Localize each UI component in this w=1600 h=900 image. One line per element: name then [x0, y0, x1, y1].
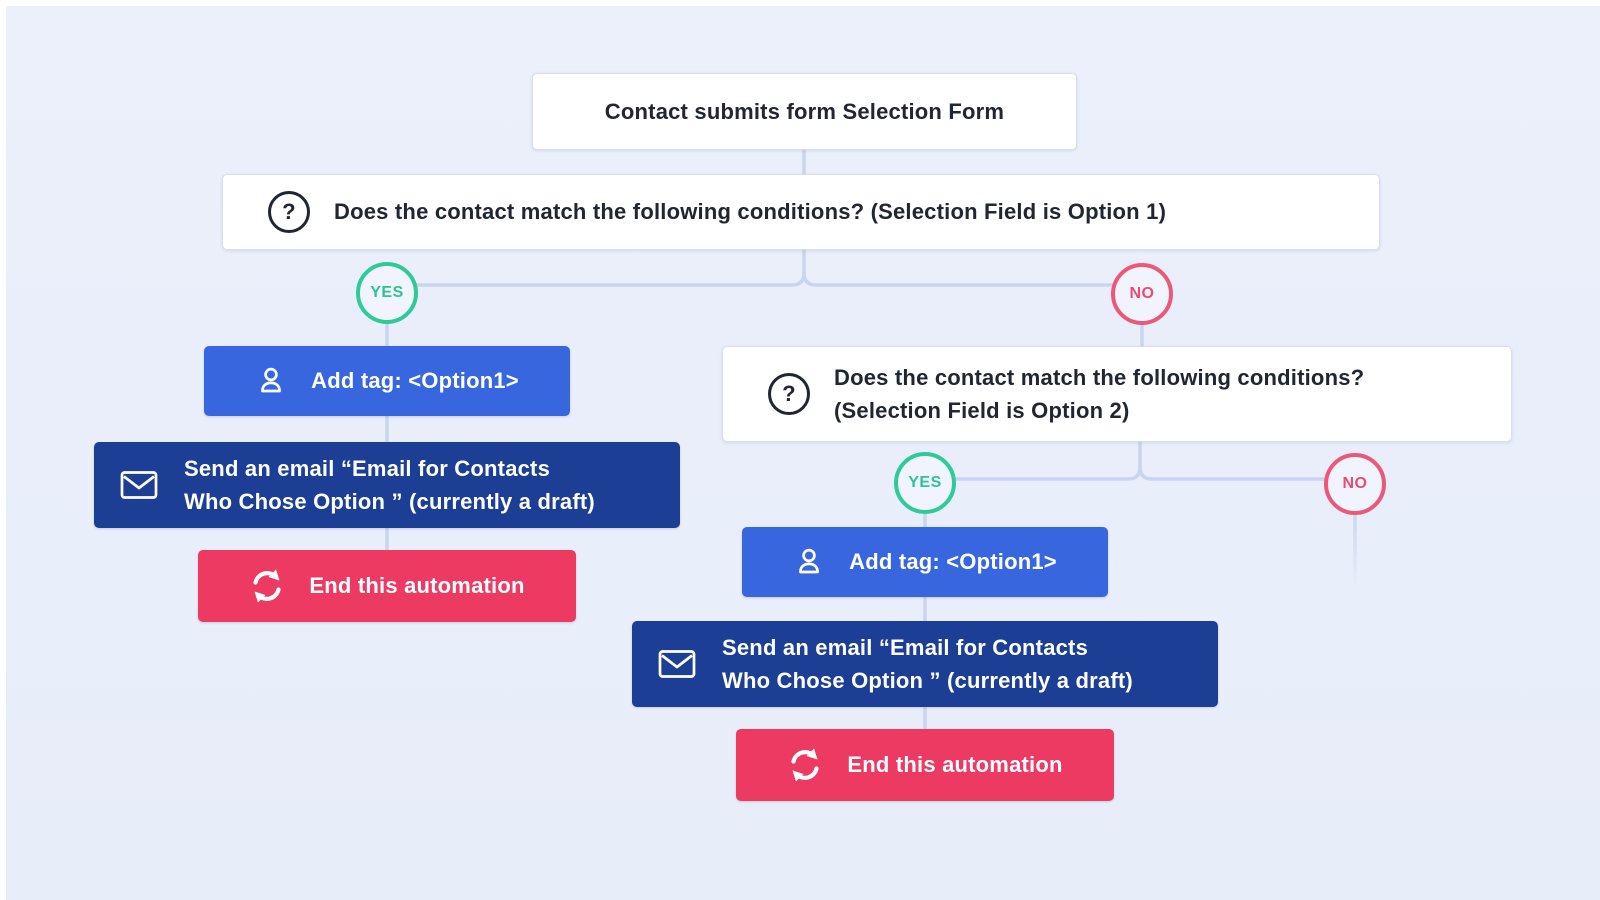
send-email2-label: Send an email “Email for Contacts Who Ch…: [722, 631, 1133, 697]
send-email1-line1: Send an email “Email for Contacts: [184, 456, 551, 481]
envelope-icon: [120, 471, 158, 499]
question-icon: ?: [768, 373, 810, 415]
person-icon: [799, 548, 819, 574]
refresh-icon: [253, 569, 281, 603]
end-automation2-label: End this automation: [847, 752, 1063, 777]
send-email2-node[interactable]: Send an email “Email for Contacts Who Ch…: [632, 621, 1218, 707]
yes-badge-1: YES: [356, 262, 418, 324]
no-badge-2-label: NO: [1342, 475, 1368, 492]
send-email2-line2: Who Chose Option ” (currently a draft): [722, 668, 1133, 693]
condition2-line1: Does the contact match the following con…: [834, 365, 1365, 390]
condition2-line2: (Selection Field is Option 2): [834, 398, 1130, 423]
yes-badge-2: YES: [894, 452, 956, 514]
no-badge-1-label: NO: [1129, 285, 1155, 302]
add-tag1-node[interactable]: Add tag: <Option1>: [204, 346, 570, 416]
yes-badge-2-label: YES: [908, 474, 942, 491]
window-edge-top: [0, 0, 1600, 6]
add-tag2-label: Add tag: <Option1>: [849, 549, 1057, 574]
end-automation1-node[interactable]: End this automation: [198, 550, 576, 622]
end-automation2-node[interactable]: End this automation: [736, 729, 1114, 801]
window-edge-left: [0, 0, 6, 900]
refresh-icon: [791, 748, 819, 782]
condition2-node[interactable]: ? Does the contact match the following c…: [722, 346, 1512, 442]
trigger-label: Contact submits form Selection Form: [604, 98, 1005, 124]
send-email1-line2: Who Chose Option ” (currently a draft): [184, 489, 595, 514]
add-tag1-label: Add tag: <Option1>: [311, 368, 519, 393]
end-automation1-label: End this automation: [309, 573, 525, 598]
envelope-icon: [658, 650, 696, 678]
condition1-node[interactable]: ? Does the contact match the following c…: [222, 174, 1380, 250]
send-email2-line1: Send an email “Email for Contacts: [722, 635, 1089, 660]
trigger-node[interactable]: Contact submits form Selection Form: [532, 73, 1077, 150]
yes-badge-1-label: YES: [370, 284, 404, 301]
send-email1-label: Send an email “Email for Contacts Who Ch…: [184, 452, 595, 518]
condition2-label: Does the contact match the following con…: [834, 361, 1364, 427]
no-badge-2: NO: [1324, 453, 1386, 515]
add-tag2-node[interactable]: Add tag: <Option1>: [742, 527, 1108, 597]
person-icon: [261, 367, 281, 393]
no-badge-1: NO: [1111, 263, 1173, 325]
send-email1-node[interactable]: Send an email “Email for Contacts Who Ch…: [94, 442, 680, 528]
question-icon: ?: [268, 191, 310, 233]
condition1-label: Does the contact match the following con…: [334, 199, 1167, 224]
